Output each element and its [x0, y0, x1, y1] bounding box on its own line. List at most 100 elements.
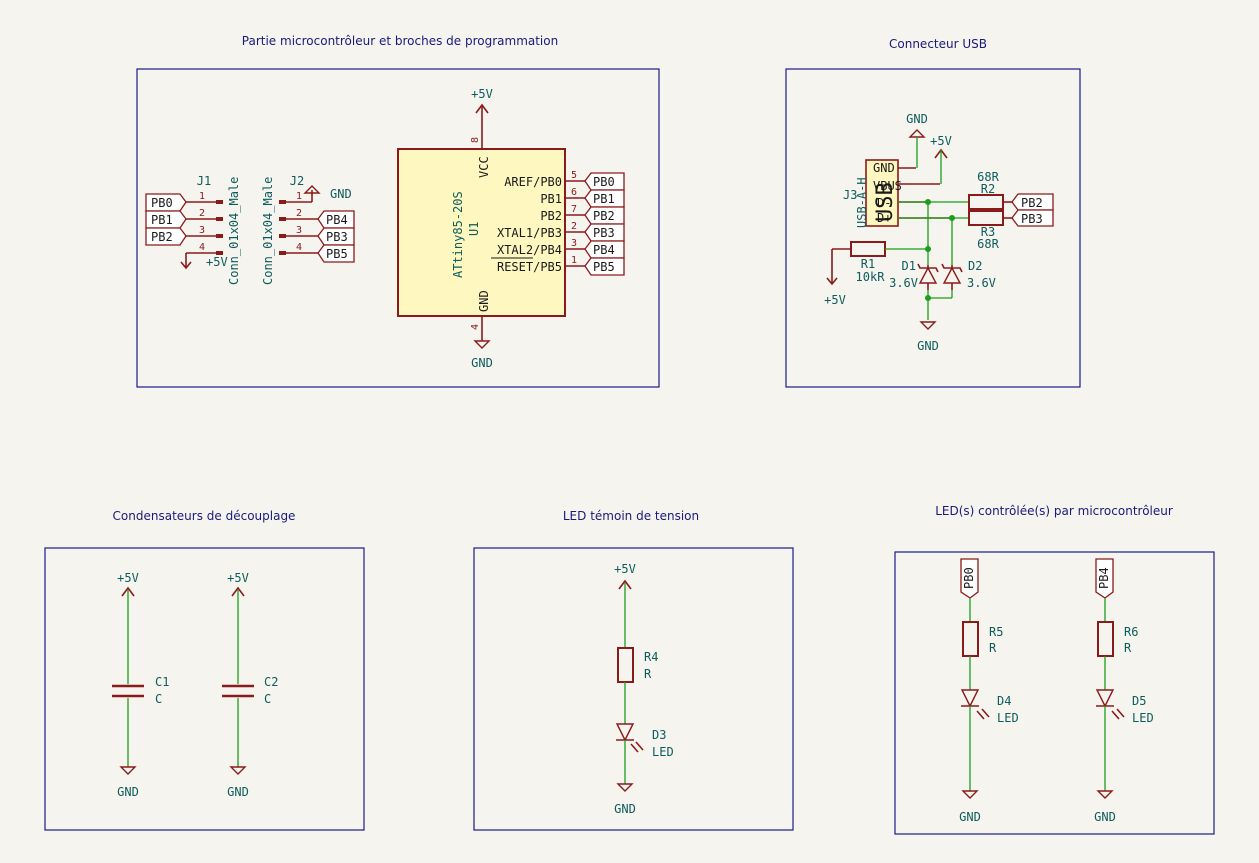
u1-ref: U1 — [467, 222, 481, 236]
d1-ref: D1 — [902, 259, 916, 273]
c2-value: C — [264, 692, 271, 706]
svg-text:GND: GND — [330, 187, 352, 201]
svg-text:PB2: PB2 — [593, 209, 615, 223]
d3-value: LED — [652, 745, 674, 759]
r5-value: R — [989, 641, 997, 655]
led-label-pb4-flag — [1095, 558, 1114, 599]
j1-pin-2: 2 — [199, 208, 205, 219]
connector-j2[interactable]: J2 Conn_01x04_Male 1 2 3 4 GND PB4 PB3 P… — [261, 174, 355, 285]
j3-body — [865, 159, 899, 227]
svg-text:+5V: +5V — [206, 255, 228, 269]
svg-text:GND: GND — [227, 785, 249, 799]
svg-text:PB3: PB3 — [593, 226, 615, 240]
mcu-led-pb0[interactable]: PB0 R5 R D4 LED GND — [959, 558, 1019, 824]
j3-value: USB-A-H — [855, 177, 869, 228]
led-label-pb4: PB4 — [1097, 567, 1111, 589]
sheet-mcu-leds-frame — [894, 551, 1215, 835]
r1-ref: R1 — [861, 257, 875, 271]
sheet-decoupling: Condensateurs de découplage — [44, 509, 365, 831]
u1-pwr-5v: +5V 8 VCC — [470, 87, 493, 178]
capacitor-c2[interactable]: +5V GND C2 C — [222, 571, 278, 799]
sheet-decoupling-title: Condensateurs de découplage — [113, 509, 296, 523]
j2-label-pb5: PB5 — [317, 244, 355, 263]
svg-text:GND: GND — [906, 112, 928, 126]
capacitor-c1[interactable]: +5V GND C1 C — [112, 571, 169, 799]
sheet-decoupling-frame — [44, 547, 365, 831]
sheet-power-led: LED témoin de tension — [473, 509, 794, 831]
usb-gnd: GND — [906, 112, 928, 168]
resistor-r3[interactable]: R3 68R — [968, 210, 1012, 251]
j3-body-text: USB — [873, 182, 898, 222]
u1-labels: PB0 PB1 PB2 PB3 PB4 PB5 — [584, 172, 625, 276]
connector-j1[interactable]: J1 Conn_01x04_Male 1 2 3 4 PB0 PB1 PB2 — [145, 174, 241, 285]
mcu-led-pb4[interactable]: PB4 R6 R D5 LED GND — [1094, 558, 1154, 824]
svg-text:GND: GND — [471, 356, 493, 370]
u1-pin-name-4: XTAL1/PB3 — [497, 226, 562, 240]
svg-text:+5V: +5V — [227, 571, 249, 585]
led-label-pb0-flag — [960, 558, 979, 599]
d3-ref: D3 — [652, 728, 666, 742]
u1-pin-name-2: PB1 — [540, 192, 562, 206]
svg-text:GND: GND — [477, 290, 491, 312]
j2-ref: J2 — [290, 174, 304, 188]
svg-text:PB0: PB0 — [593, 175, 615, 189]
svg-text:PB1: PB1 — [593, 192, 615, 206]
j2-pin-4: 4 — [296, 242, 302, 253]
svg-text:D+: D+ — [877, 211, 891, 225]
sheet-usb-frame — [785, 68, 1081, 388]
power-led-circuit[interactable]: +5V R4 R D3 LED GND — [614, 562, 674, 816]
r5-ref: R5 — [989, 625, 1003, 639]
j2-label-pb3: PB3 — [317, 227, 355, 246]
usb-5v: +5V — [930, 134, 952, 184]
u1-pin-name-3: PB2 — [540, 209, 562, 223]
usb-label-pb2: PB2 — [1011, 193, 1054, 211]
svg-text:VBUS: VBUS — [873, 179, 902, 193]
u1-value: ATtiny85-20S — [451, 191, 465, 278]
resistor-r1[interactable]: R1 10kR — [850, 241, 886, 284]
svg-text:8: 8 — [470, 137, 481, 143]
sheet-power-led-frame — [473, 547, 794, 831]
j1-pin-1: 1 — [199, 191, 205, 202]
d5-ref: D5 — [1132, 694, 1146, 708]
sheet-mcu-frame — [136, 68, 660, 388]
j1-pin-3: 3 — [199, 225, 205, 236]
u1-pin-name-1: AREF/PB0 — [504, 175, 562, 189]
j1-ref: J1 — [197, 174, 211, 188]
zener-d2[interactable]: D2 3.6V — [941, 259, 996, 290]
svg-text:PB2: PB2 — [1021, 196, 1043, 210]
zener-gnd: GND — [917, 321, 939, 353]
u1-gnd: GND 4 GND — [470, 290, 493, 370]
j2-pin-2: 2 — [296, 208, 302, 219]
r3-value: 68R — [977, 237, 999, 251]
svg-text:7: 7 — [571, 204, 577, 215]
led-label-pb0: PB0 — [962, 567, 976, 589]
r5-body — [962, 621, 979, 657]
r1-value: 10kR — [856, 270, 886, 284]
svg-text:GND: GND — [959, 810, 981, 824]
svg-text:GND: GND — [117, 785, 139, 799]
j1-pin-4: 4 — [199, 242, 205, 253]
svg-text:PB4: PB4 — [593, 243, 615, 257]
svg-text:3: 3 — [571, 238, 577, 249]
resistor-r2[interactable]: 68R R2 — [968, 170, 1012, 210]
svg-text:D-: D- — [877, 196, 891, 210]
svg-text:2: 2 — [571, 221, 577, 232]
svg-text:GND: GND — [917, 339, 939, 353]
j3-ref: J3 — [843, 188, 857, 202]
d2-value: 3.6V — [967, 276, 996, 290]
zener-d1[interactable]: D1 3.6V — [889, 259, 939, 290]
j2-value: Conn_01x04_Male — [261, 177, 275, 285]
ic-u1[interactable]: +5V 8 VCC GND 4 GND ATtiny85-20S U1 AREF… — [397, 87, 625, 370]
sheet-mcu: Partie microcontrôleur et broches de pro… — [136, 34, 660, 388]
svg-text:PB4: PB4 — [326, 213, 348, 227]
svg-text:PB1: PB1 — [151, 213, 173, 227]
r6-body — [1097, 621, 1114, 657]
d4-ref: D4 — [997, 694, 1011, 708]
svg-text:4: 4 — [470, 324, 481, 330]
r4-ref: R4 — [644, 650, 658, 664]
c1-value: C — [155, 692, 162, 706]
svg-text:1: 1 — [571, 255, 577, 266]
j1-value: Conn_01x04_Male — [227, 177, 241, 285]
svg-text:+5V: +5V — [930, 134, 952, 148]
